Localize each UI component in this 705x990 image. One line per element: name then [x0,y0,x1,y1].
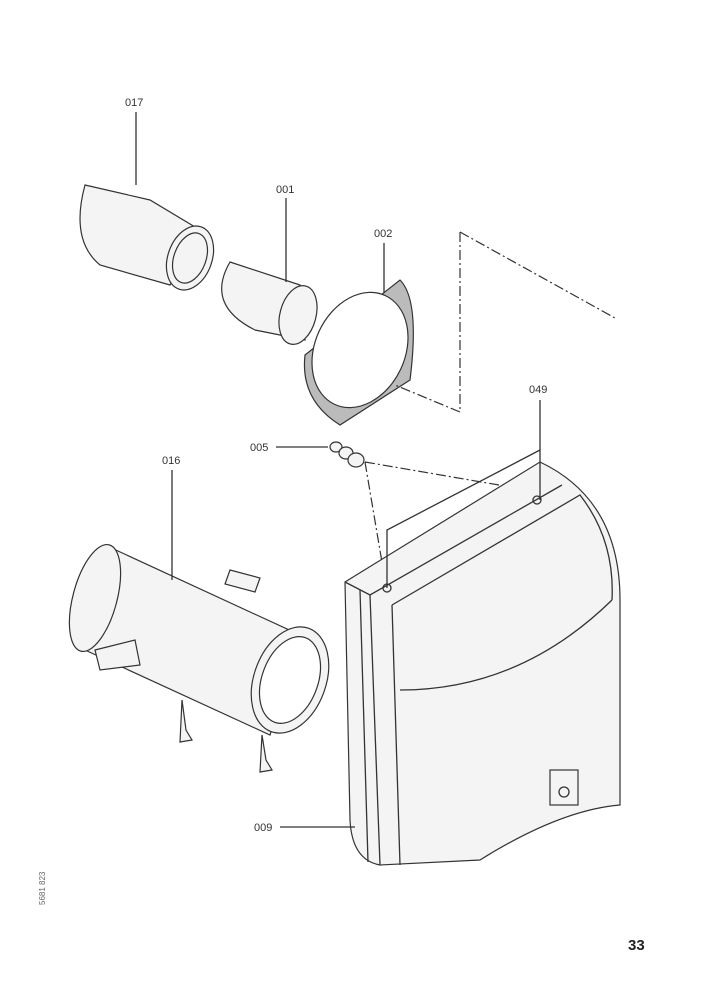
part-001-inner-sleeve: 001 [221,184,318,345]
label-005: 005 [250,442,268,454]
label-002: 002 [374,228,392,240]
label-001: 001 [276,184,294,196]
part-017-outer-tube: 017 [79,97,215,291]
label-009: 009 [254,822,272,834]
page-number: 33 [628,937,645,954]
part-016-burner-tube: 016 [68,455,330,773]
label-049: 049 [529,384,547,396]
document-id: 5681 823 [38,871,47,905]
part-009-housing-cover: 049 009 [254,384,621,866]
label-017: 017 [125,97,143,109]
part-005-grommet: 005 [250,441,365,468]
label-016: 016 [162,455,180,467]
part-002-gasket: 002 [303,228,414,426]
